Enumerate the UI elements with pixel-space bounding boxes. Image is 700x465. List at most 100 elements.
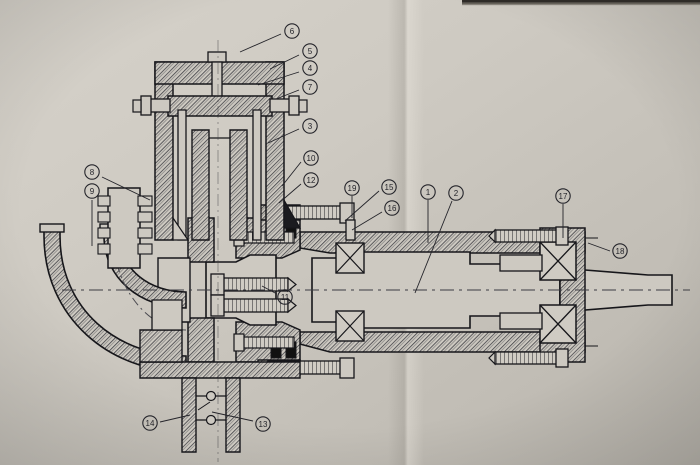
callout-bubble-18	[612, 243, 628, 259]
callout-14: 14	[142, 414, 191, 431]
callout-bubble-8	[84, 164, 100, 180]
callout-4: 4	[257, 60, 318, 86]
cylinder-wall-left	[154, 61, 174, 241]
callout-number-11: 11	[281, 293, 290, 302]
cylinder-gusset	[283, 197, 302, 229]
callout-9: 9	[84, 183, 100, 246]
callout-bubble-19	[344, 180, 360, 196]
callout-15: 15	[344, 179, 397, 222]
hub-through-bolt-upper	[210, 273, 297, 296]
callout-bubble-3	[302, 118, 318, 134]
bearing-lower	[539, 304, 577, 344]
callout-leader-5	[269, 54, 300, 70]
cross-bar-bolt-left	[132, 95, 171, 116]
callout-leader-10	[281, 161, 302, 187]
callout-6: 6	[239, 23, 300, 53]
callout-bubble-12	[303, 172, 319, 188]
lower-casing-plate	[151, 299, 183, 331]
hub-through-bolt-lower	[210, 294, 297, 317]
callout-number-13: 13	[259, 420, 268, 429]
drain-pipe-wall-right	[225, 377, 241, 453]
bearing-cover-screw-lower	[488, 348, 569, 368]
drain-ball-upper	[205, 390, 217, 402]
callout-12: 12	[278, 172, 319, 204]
callout-16: 16	[351, 200, 400, 231]
callout-leader-14	[159, 414, 191, 423]
callout-bubble-2	[448, 185, 464, 201]
callout-number-5: 5	[308, 47, 313, 56]
plunger-left	[191, 129, 210, 241]
callout-bubble-16	[384, 200, 400, 216]
callout-leader-7	[275, 89, 300, 100]
lower-casing-block-left	[139, 329, 183, 363]
callout-bubble-11	[277, 289, 293, 305]
callout-1: 1	[420, 184, 436, 243]
callout-number-17: 17	[559, 192, 568, 201]
callout-number-1: 1	[426, 188, 431, 197]
callout-leader-15	[344, 190, 380, 222]
callout-number-8: 8	[90, 168, 95, 177]
bearing-cover-screw-upper	[488, 226, 569, 246]
callout-10: 10	[281, 150, 319, 187]
callout-8: 8	[84, 164, 151, 201]
vertical-cylinder-assembly	[132, 51, 308, 241]
callout-11: 11	[261, 285, 293, 305]
callout-bubble-17	[555, 188, 571, 204]
callout-number-15: 15	[385, 183, 394, 192]
callout-leader-8	[101, 176, 151, 201]
hub-side-stud-lower	[233, 333, 295, 352]
callout-number-7: 7	[308, 83, 313, 92]
callout-bubble-4	[302, 60, 318, 76]
callout-bubble-7	[302, 79, 318, 95]
callout-bubble-15	[381, 179, 397, 195]
callout-leader-6	[239, 33, 282, 53]
callout-leader-4	[257, 71, 300, 86]
callout-leader-2	[414, 200, 453, 294]
callout-13: 13	[211, 411, 271, 432]
bearing-inner-lower	[335, 310, 365, 342]
drain-column-assembly	[139, 299, 301, 453]
callout-number-12: 12	[307, 176, 316, 185]
callout-number-2: 2	[454, 189, 459, 198]
cross-bar-bolt-right	[269, 95, 308, 116]
casing-wall-left-lower	[187, 317, 215, 363]
cylinder-foot-left	[172, 216, 190, 241]
callout-number-16: 16	[388, 204, 397, 213]
callout-number-3: 3	[308, 122, 313, 131]
locating-dowel	[345, 219, 356, 241]
callout-bubble-9	[84, 183, 100, 199]
callout-leader-11	[261, 285, 278, 295]
callout-number-9: 9	[90, 187, 95, 196]
callout-bubble-6	[284, 23, 300, 39]
callout-7: 7	[275, 79, 318, 100]
drain-detail-line	[197, 401, 211, 411]
callout-2: 2	[414, 185, 464, 294]
callout-number-10: 10	[307, 154, 316, 163]
bearing-upper	[539, 241, 577, 281]
bearing-inner-upper	[335, 242, 365, 274]
cylinder-inner-sleeve-left	[177, 109, 187, 241]
callout-leader-13	[211, 411, 254, 422]
callout-bubble-1	[420, 184, 436, 200]
callout-bubble-14	[142, 415, 158, 431]
inlet-flange-bolt-group	[97, 195, 153, 255]
assembly-drawing	[39, 40, 690, 462]
callout-number-19: 19	[348, 184, 357, 193]
callout-3: 3	[267, 118, 318, 144]
callout-leader-18	[587, 242, 611, 252]
callout-number-6: 6	[290, 27, 295, 36]
base-flange	[139, 361, 301, 379]
inlet-flange	[107, 187, 141, 269]
callout-17: 17	[555, 188, 571, 238]
callout-number-14: 14	[146, 419, 155, 428]
plunger-right	[229, 129, 248, 241]
elbow-top-lip-left	[39, 223, 65, 233]
callout-number-4: 4	[308, 64, 313, 73]
end-cover-edge-lines	[585, 237, 598, 347]
callout-leader-3	[267, 128, 300, 144]
casing-and-inlet	[39, 187, 215, 373]
cylinder-top-stud	[207, 51, 227, 109]
callout-bubble-13	[255, 416, 271, 432]
